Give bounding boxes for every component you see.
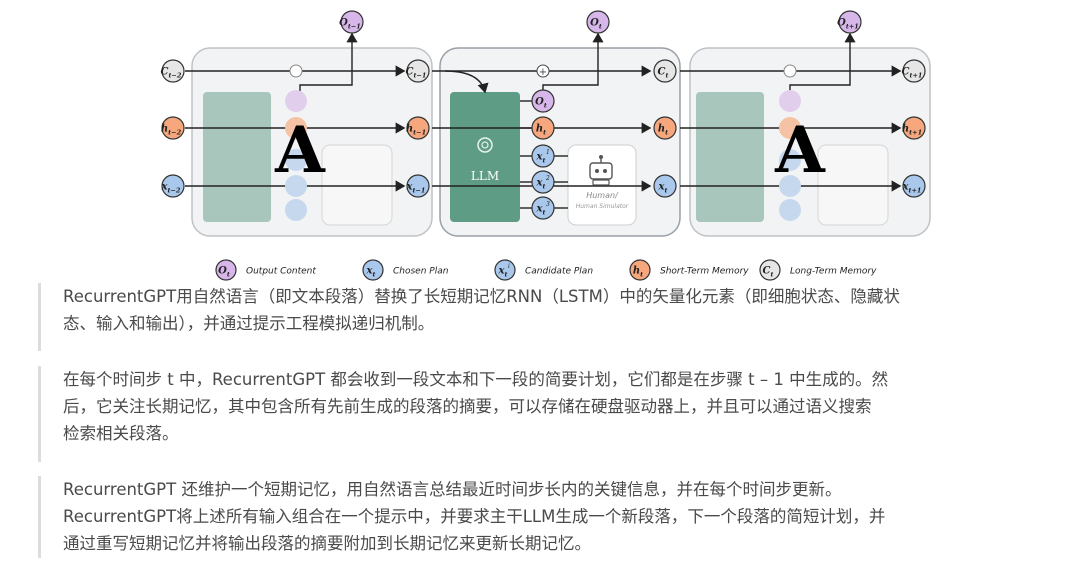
- node-h_tm1: ht−1: [406, 116, 430, 140]
- robot-icon: [589, 155, 613, 186]
- quote-paragraph-2: 在每个时间步 t 中，RecurrentGPT 都会收到一段文本和下一段的简要计…: [38, 366, 1048, 462]
- node-label: xt: [536, 204, 546, 217]
- node-h_t: ht: [653, 116, 677, 140]
- node-h_tm2: ht−2: [161, 116, 185, 140]
- node-x_tm2: xt−2: [161, 174, 185, 198]
- node-c_tm2: Ct−2: [161, 59, 185, 83]
- merge-nodes: +: [289, 64, 797, 78]
- node-sup: 3: [546, 201, 550, 208]
- quote-paragraph-3: RecurrentGPT 还维护一个短期记忆，用自然语言总结最近时间步长内的关键…: [38, 476, 1048, 558]
- node-x_tp1: xt+1: [902, 174, 926, 198]
- paragraph-text: RecurrentGPT用自然语言（即文本段落）替换了长短期记忆RNN（LSTM…: [63, 287, 900, 333]
- node-cand2: xt2: [531, 170, 555, 194]
- quote-paragraph-1: RecurrentGPT用自然语言（即文本段落）替换了长短期记忆RNN（LSTM…: [38, 283, 1048, 351]
- human-label-line2: Human Simulator: [576, 203, 629, 210]
- node-legend-3: ht: [629, 259, 651, 281]
- legend-label: Short-Term Memory: [660, 267, 749, 277]
- node-h_tp1: ht+1: [902, 116, 926, 140]
- faded-inner-right: [779, 90, 801, 221]
- node-label: Ot: [535, 97, 547, 110]
- openai-icon: [477, 137, 493, 153]
- node-label: ht: [536, 124, 546, 137]
- big-letter-right: A: [774, 113, 826, 188]
- plus-merge-middle: [536, 64, 550, 78]
- node-label: xt: [536, 152, 546, 165]
- node-label: xt: [536, 178, 546, 191]
- paragraph-text: 在每个时间步 t 中，RecurrentGPT 都会收到一段文本和下一段的简要计…: [63, 370, 889, 443]
- node-label: xt: [498, 266, 508, 279]
- node-c_t: Ct: [653, 59, 677, 83]
- human-label-line1: Human/: [586, 191, 619, 200]
- node-legend-4: Ct: [759, 259, 781, 281]
- big-letter-left: A: [274, 113, 326, 188]
- node-label: Ct: [763, 266, 774, 279]
- node-cand1: xt1: [531, 144, 555, 168]
- svg-text:+: +: [539, 67, 547, 78]
- faded-llm-block: [203, 92, 271, 222]
- faded-human-block-right: [817, 144, 889, 226]
- legend-label: Candidate Plan: [525, 267, 593, 277]
- node-label: xt: [366, 266, 376, 279]
- cell-right: [689, 47, 931, 237]
- node-legend-1: xt: [362, 259, 384, 281]
- legend-label: Output Content: [246, 267, 316, 277]
- node-sup: 2: [545, 175, 550, 182]
- node-x_t: xt: [653, 174, 677, 198]
- node-legend-2: xti: [494, 259, 516, 281]
- node-inner_o: Ot: [531, 89, 555, 113]
- node-sup: i: [508, 263, 510, 270]
- legend-label: Chosen Plan: [393, 267, 449, 277]
- llm-block: [450, 92, 520, 222]
- node-sup: 1: [546, 149, 550, 156]
- faded-human-block: [321, 144, 393, 226]
- node-o_t: Ot: [586, 10, 610, 34]
- faded-llm-block-right: [696, 92, 764, 222]
- node-label: xt: [658, 182, 668, 195]
- node-label: ht: [633, 266, 643, 279]
- node-o_tp1: Ot+1: [837, 10, 862, 34]
- llm-label: LLM: [471, 169, 499, 183]
- node-c_tm1: Ct−1: [406, 59, 430, 83]
- node-label: Ot: [218, 266, 230, 279]
- node-inner_h: ht: [531, 116, 555, 140]
- node-legend-0: Ot: [215, 259, 237, 281]
- node-o_tm1: Ot−1: [339, 10, 364, 34]
- node-x_tm1: xt−1: [406, 174, 430, 198]
- faded-inner-left: [285, 90, 307, 221]
- node-cand3: xt3: [531, 196, 555, 220]
- paragraph-text: RecurrentGPT 还维护一个短期记忆，用自然语言总结最近时间步长内的关键…: [63, 480, 886, 553]
- cell-left: [191, 47, 433, 237]
- node-label: Ct: [658, 67, 669, 80]
- node-label: Ot: [590, 18, 602, 31]
- node-c_tp1: Ct+1: [902, 59, 926, 83]
- legend-label: Long-Term Memory: [790, 267, 877, 277]
- node-label: ht: [658, 124, 668, 137]
